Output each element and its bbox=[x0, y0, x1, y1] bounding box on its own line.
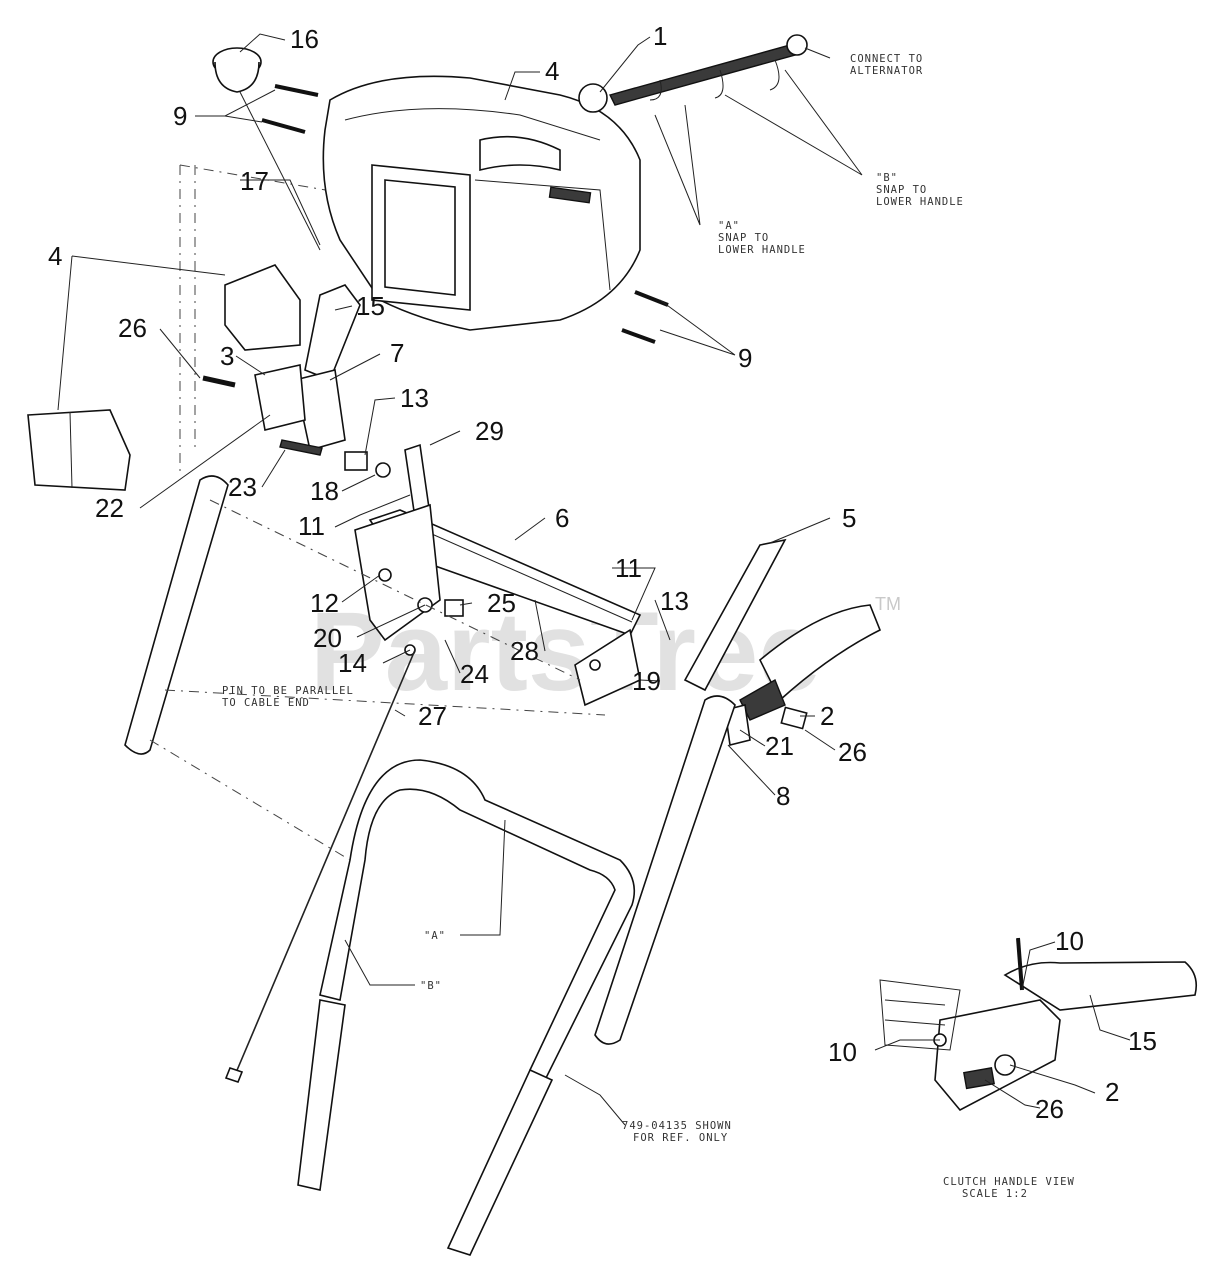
callout-20: 20 bbox=[313, 623, 342, 653]
callout-17: 17 bbox=[240, 166, 269, 196]
pin-26-left bbox=[202, 375, 236, 388]
callout-22: 22 bbox=[95, 493, 124, 523]
callout-18: 18 bbox=[310, 476, 339, 506]
note-clutch-view-1: CLUTCH HANDLE VIEW bbox=[943, 1176, 1075, 1188]
callout-25: 25 bbox=[487, 588, 516, 618]
callout-3: 3 bbox=[220, 341, 234, 371]
callout-15-detail: 15 bbox=[1128, 1026, 1157, 1056]
wiring-harness bbox=[578, 34, 808, 113]
note-snap-a-2: SNAP TO bbox=[718, 232, 769, 244]
callout-19: 19 bbox=[632, 666, 661, 696]
note-snap-b-2: SNAP TO bbox=[876, 184, 927, 196]
callout-29: 29 bbox=[475, 416, 504, 446]
clutch-handle-grip bbox=[683, 538, 882, 721]
callout-9-upper: 9 bbox=[173, 101, 187, 131]
note-clutch-view-2: SCALE 1:2 bbox=[962, 1188, 1028, 1200]
callout-11-right: 11 bbox=[615, 553, 642, 583]
bushing-18 bbox=[344, 451, 391, 478]
callout-13-left: 13 bbox=[400, 383, 429, 413]
callout-7: 7 bbox=[390, 338, 404, 368]
callout-11-left: 11 bbox=[298, 511, 325, 541]
bushing-25 bbox=[444, 599, 464, 617]
callout-9-lower: 9 bbox=[738, 343, 752, 373]
marker-b: "B" bbox=[420, 980, 442, 992]
assembly-guide-lines bbox=[149, 499, 606, 861]
callout-4-cover: 4 bbox=[48, 241, 62, 271]
spring-23 bbox=[279, 439, 323, 456]
callout-28: 28 bbox=[510, 636, 539, 666]
callout-12: 12 bbox=[310, 588, 339, 618]
note-snap-b-3: LOWER HANDLE bbox=[876, 196, 964, 208]
marker-a: "A" bbox=[424, 930, 446, 942]
callout-23: 23 bbox=[228, 472, 257, 502]
callout-26-detail: 26 bbox=[1035, 1094, 1064, 1124]
callout-10-left: 10 bbox=[828, 1037, 857, 1067]
dash-console bbox=[322, 75, 641, 331]
callout-26-right: 26 bbox=[838, 737, 867, 767]
callout-10-top: 10 bbox=[1055, 926, 1084, 956]
callout-26-left: 26 bbox=[118, 313, 147, 343]
note-connect-alternator-1: CONNECT TO bbox=[850, 53, 923, 65]
callout-24: 24 bbox=[460, 659, 489, 689]
callout-8: 8 bbox=[776, 781, 790, 811]
handle-bracket bbox=[254, 284, 361, 452]
lens-cover bbox=[27, 409, 131, 491]
callout-4-console: 4 bbox=[545, 56, 559, 86]
watermark-tm: TM bbox=[875, 594, 901, 614]
clutch-handle-detail-view bbox=[879, 937, 1198, 1112]
note-ref-only-1: 749-04135 SHOWN bbox=[622, 1120, 732, 1132]
callout-27: 27 bbox=[418, 701, 447, 731]
note-connect-alternator-2: ALTERNATOR bbox=[850, 65, 923, 77]
note-pin-parallel-2: TO CABLE END bbox=[222, 697, 310, 709]
control-cable bbox=[224, 649, 416, 1083]
note-snap-a-3: LOWER HANDLE bbox=[718, 244, 806, 256]
note-snap-b-1: "B" bbox=[876, 172, 898, 184]
callout-1: 1 bbox=[653, 21, 667, 51]
leader-lines bbox=[57, 33, 1131, 1126]
screws-lower bbox=[621, 290, 669, 344]
callout-2-upper: 2 bbox=[820, 701, 834, 731]
note-ref-only-2: FOR REF. ONLY bbox=[633, 1132, 728, 1144]
callout-2-detail: 2 bbox=[1105, 1077, 1119, 1107]
callout-13-right: 13 bbox=[660, 586, 689, 616]
callout-14: 14 bbox=[338, 648, 367, 678]
note-pin-parallel-1: PIN TO BE PARALLEL bbox=[222, 685, 354, 697]
chute-cover bbox=[224, 264, 301, 351]
callout-5: 5 bbox=[842, 503, 856, 533]
callout-15-upper: 15 bbox=[356, 291, 385, 321]
screws-upper bbox=[261, 84, 319, 134]
callout-16: 16 bbox=[290, 24, 319, 54]
knob bbox=[212, 47, 321, 251]
callout-6: 6 bbox=[555, 503, 569, 533]
callout-21: 21 bbox=[765, 731, 794, 761]
lower-handle-legs bbox=[297, 999, 554, 1256]
note-snap-a-1: "A" bbox=[718, 220, 740, 232]
pin-26-right bbox=[780, 706, 808, 730]
